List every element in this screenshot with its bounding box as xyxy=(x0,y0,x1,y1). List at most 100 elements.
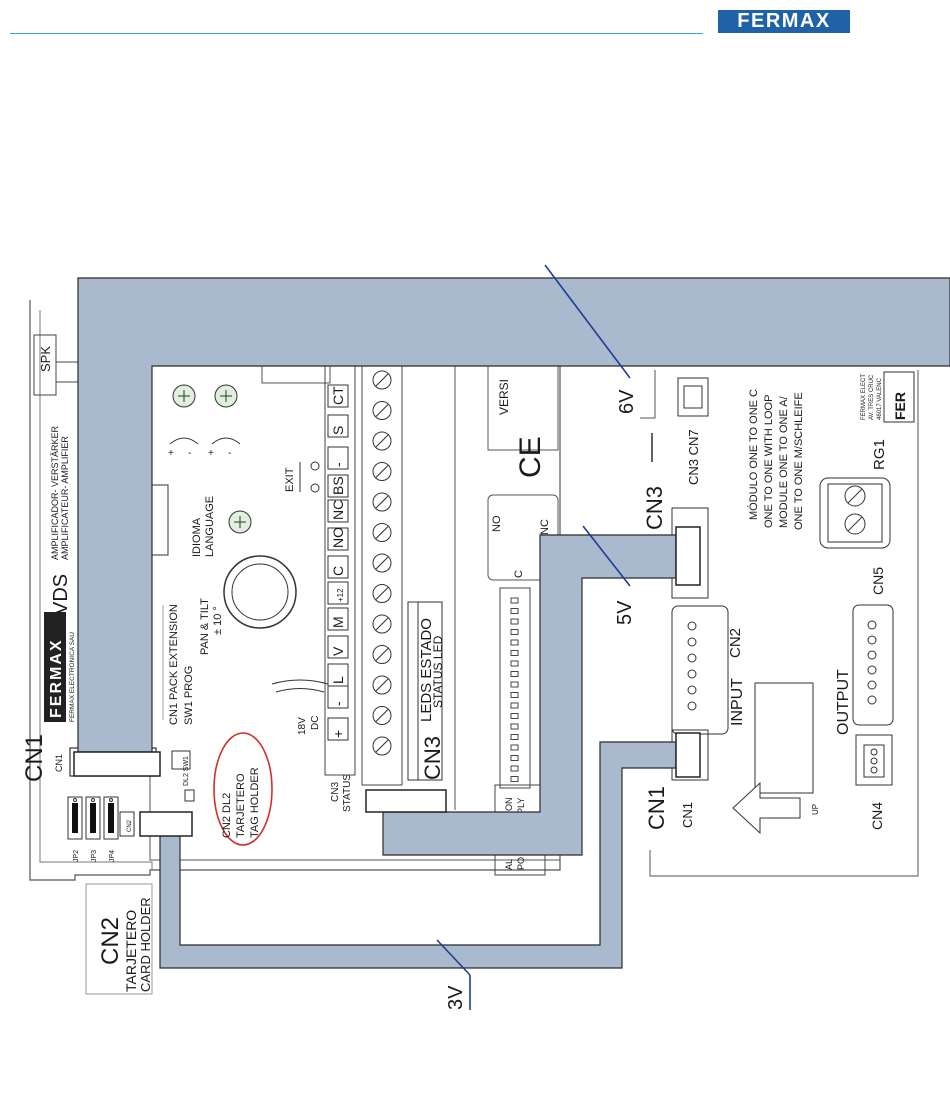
cn1-big-label: CN1 xyxy=(21,734,48,782)
brand-logo: FERMAX xyxy=(718,10,850,33)
no-label: NO xyxy=(491,515,503,532)
nc-label: NC xyxy=(539,519,551,535)
cn3-plug-left xyxy=(365,789,447,813)
header-pin xyxy=(510,660,519,667)
cn5-pin xyxy=(867,680,877,690)
cn2-pin xyxy=(687,669,697,679)
cn3-status-2: STATUS xyxy=(342,774,353,812)
header-pin xyxy=(510,713,519,719)
terminal-label: NC xyxy=(330,500,346,520)
vds-label: VDS xyxy=(50,574,72,615)
voltage-5v: 5V xyxy=(614,600,636,625)
terminal-label: BS xyxy=(330,476,346,495)
cn2-pin xyxy=(687,637,697,647)
terminal-label: L xyxy=(330,676,346,684)
pan-deg: ± 10 ° xyxy=(212,606,224,635)
header-pin xyxy=(510,734,519,740)
dl2-sw1: DL2 SW1 xyxy=(183,756,190,786)
cn5-pin xyxy=(867,635,877,645)
callouts: 6V 5V 3V xyxy=(436,264,638,1010)
terminal-screws xyxy=(372,370,392,756)
jp3-label: JP3 xyxy=(91,850,98,862)
brand-logo-text: FERMAX xyxy=(737,10,831,32)
terminal-label: S xyxy=(330,426,346,435)
cn2-plug-left xyxy=(139,811,193,837)
terminal-label: +12 xyxy=(336,588,345,602)
exit-label: EXIT xyxy=(284,467,296,492)
output-label: OUTPUT xyxy=(835,669,852,735)
tag-holder-highlight xyxy=(213,732,273,846)
rg1-label: RG1 xyxy=(871,439,888,470)
voltage-6v: 6V xyxy=(616,389,638,414)
cn1-plug-left xyxy=(73,751,161,777)
header-pin xyxy=(510,744,519,751)
fe-3: 46017 VALENC xyxy=(877,377,883,420)
cion-label: CION xyxy=(504,798,514,821)
header-pin xyxy=(510,681,519,688)
svg-text:-: - xyxy=(188,448,191,459)
fe-2: AV. TRES CRUC xyxy=(869,374,875,420)
fe-1: FERMAX ELECT xyxy=(861,374,867,420)
header-pin xyxy=(510,723,519,730)
terminal-label: V xyxy=(330,646,346,656)
mod-text-4: ONE TO ONE M/SCHLEIFE xyxy=(793,392,805,530)
cn2-pin xyxy=(687,685,697,695)
amplifier-board: SPK VDS AMPLIFICADOR- VERSTÄRKER AMPLIFI… xyxy=(29,300,561,881)
tag-line-2: TARJETERO xyxy=(235,773,247,838)
one-to-one-module: CN3 CN7 CN2 INPUT CN1 CN1 UP OUTPUT CN5 … xyxy=(640,370,919,877)
header-pin xyxy=(510,765,519,772)
up-label: UP xyxy=(811,804,820,815)
terminal-label: CT xyxy=(330,386,346,405)
header-pin xyxy=(510,650,519,656)
leds-estado: LEDS ESTADO xyxy=(418,618,435,722)
tag-line-1: CN2 DL2 xyxy=(221,793,233,838)
dc18-label: 18V xyxy=(297,717,308,735)
tarjetero-label: TARJETERO xyxy=(123,910,139,992)
header-pin xyxy=(510,692,519,698)
input-label: INPUT xyxy=(729,678,746,726)
terminal-label: - xyxy=(330,462,346,467)
language-label: LANGUAGE xyxy=(204,496,216,557)
cn3-right-label: CN3 xyxy=(642,486,667,530)
header-pin xyxy=(510,639,519,646)
terminal-label: - xyxy=(330,701,346,706)
cables xyxy=(73,277,950,969)
tag-line-3: TAG HOLDER xyxy=(249,767,261,838)
svg-text:+: + xyxy=(168,448,174,459)
cn2-right: CN2 xyxy=(727,628,744,658)
card-holder-label: CARD HOLDER xyxy=(138,897,153,992)
board-sau: FERMAX ELECTRONICA SAU xyxy=(69,632,76,722)
left-callouts: CN1 CN2 TARJETERO CARD HOLDER xyxy=(21,734,153,995)
sw1-prog: SW1 PROG xyxy=(183,666,195,725)
cn5-pin xyxy=(867,620,877,630)
cn5-pin xyxy=(867,650,877,660)
cn1-right-small: CN1 xyxy=(680,802,695,828)
cn1-pack: CN1 PACK EXTENSION xyxy=(168,604,180,725)
spk-label: SPK xyxy=(38,346,53,372)
header-rule xyxy=(10,33,703,34)
cn1-plug-right xyxy=(675,732,701,778)
jp2-label: JP2 xyxy=(73,850,80,862)
mod-text-3: MODULE ONE TO ONE A/ xyxy=(778,395,790,528)
cn5-pin xyxy=(867,665,877,675)
jumpers: JP2 JP3 JP4 CN2 xyxy=(67,796,135,862)
terminal-label: M xyxy=(330,616,346,628)
ce-mark: CE xyxy=(514,436,547,478)
header-pin xyxy=(510,755,519,761)
cn3-cn7: CN3 CN7 xyxy=(686,429,701,485)
cn2-small: CN2 xyxy=(127,819,133,832)
cn5-pin xyxy=(867,695,877,705)
voltage-3v: 3V xyxy=(445,985,467,1010)
au-label: AL xyxy=(504,859,514,870)
header-pin xyxy=(510,618,519,625)
idioma-label: IDIOMA xyxy=(191,517,203,557)
fer-logo: FER xyxy=(892,392,908,420)
header-pin xyxy=(510,597,519,604)
pply-label: PPLY xyxy=(516,798,526,820)
mod-text-1: MÓDULO ONE TO ONE C xyxy=(747,389,760,520)
mod-text-2: ONE TO ONE WITH LOOP xyxy=(763,395,775,528)
amp-label-1: AMPLIFICADOR- VERSTÄRKER xyxy=(50,425,60,560)
cn2-pin xyxy=(687,701,697,711)
status-led: STATUS LED xyxy=(431,635,445,708)
svg-text:+: + xyxy=(208,448,214,459)
